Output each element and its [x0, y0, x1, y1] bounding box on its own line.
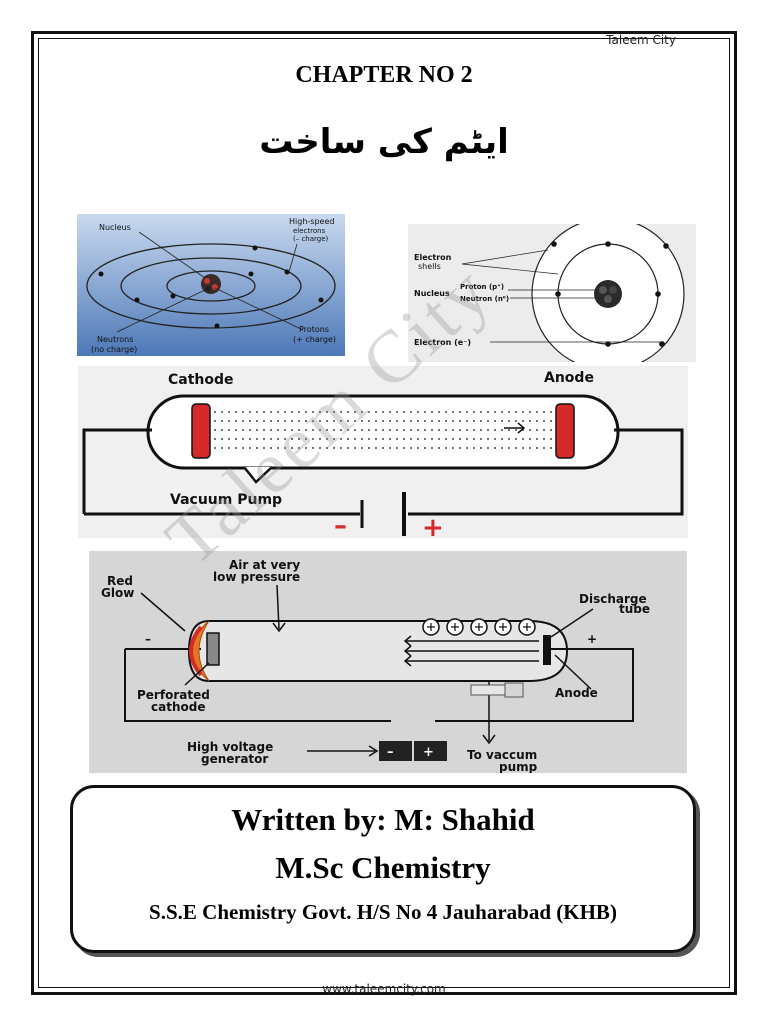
air-label-1: Air at very: [229, 558, 300, 572]
electron-shells-diagram: Electron shells Nucleus Proton (p⁺) Neut…: [408, 217, 696, 371]
discharge-tube-figure: Red Glow Air at very low pressure Discha…: [89, 551, 687, 774]
chapter-title: CHAPTER NO 2: [295, 62, 473, 88]
electrons-label-2: electrons: [293, 227, 326, 235]
author-credits-box: Written by: M: Shahid M.Sc Chemistry S.S…: [70, 785, 696, 953]
electron-label: Electron (e⁻): [414, 338, 471, 347]
nucleus-label-2: Nucleus: [414, 289, 450, 298]
perforated-cathode-label-2: cathode: [151, 700, 205, 714]
discharge-tube-label-2: tube: [619, 602, 650, 616]
protons-label-2: (+ charge): [293, 335, 336, 344]
high-voltage-label-1: High voltage: [187, 740, 273, 754]
anode-label-2: Anode: [555, 686, 598, 700]
generator-minus-sign: –: [387, 745, 394, 760]
anode-plus-sign: +: [587, 632, 597, 646]
vacuum-pump-label: Vacuum Pump: [170, 492, 282, 508]
cathode-minus-sign: –: [145, 632, 151, 646]
protons-label-1: Protons: [299, 325, 329, 334]
neutron-label: Neutron (n⁰): [460, 295, 509, 303]
high-voltage-label-2: generator: [201, 752, 268, 766]
site-name-top: Taleem City: [606, 33, 676, 47]
page-border-outer: [31, 31, 737, 995]
cathode-ray-tube-figure: Cathode Anode Vacuum Pump – +: [78, 366, 688, 543]
shells-label-2: shells: [418, 262, 441, 271]
minus-sign: –: [334, 511, 347, 538]
electron-shells-figure: Electron shells Nucleus Proton (p⁺) Neut…: [408, 217, 696, 371]
site-url-bottom[interactable]: www.taleemcity.com: [322, 982, 446, 996]
author-degree: M.Sc Chemistry: [275, 850, 491, 885]
discharge-tube-label-1: Discharge: [579, 592, 647, 606]
proton-label: Proton (p⁺): [460, 283, 504, 291]
plus-sign: +: [422, 513, 444, 538]
red-glow-label-2: Glow: [101, 586, 134, 600]
generator-plus-sign: +: [423, 745, 434, 760]
electrons-label-1: High-speed: [289, 217, 334, 226]
nucleus-label: Nucleus: [99, 223, 131, 232]
air-label-2: low pressure: [213, 570, 300, 584]
anode-label: Anode: [544, 370, 594, 386]
page-border-inner: [38, 38, 730, 988]
shells-label-1: Electron: [414, 253, 452, 262]
vacuum-pump-label-2: To vaccum: [467, 748, 537, 762]
atom-orbit-figure: Nucleus High-speed electrons (– charge) …: [77, 214, 345, 356]
author-name: Written by: M: Shahid: [231, 802, 535, 837]
red-glow-label-1: Red: [107, 574, 133, 588]
urdu-chapter-title: ایٹم کی ساخت: [259, 122, 509, 162]
neutrons-label-1: Neutrons: [97, 335, 133, 344]
cathode-label: Cathode: [168, 372, 234, 388]
vacuum-pump-label-3: pump: [499, 760, 538, 773]
electrons-label-3: (– charge): [293, 235, 329, 243]
author-school: S.S.E Chemistry Govt. H/S No 4 Jauharaba…: [149, 900, 617, 924]
discharge-tube-diagram: Red Glow Air at very low pressure Discha…: [89, 551, 687, 774]
cathode-ray-tube-diagram: Cathode Anode Vacuum Pump – +: [78, 366, 688, 543]
neutrons-label-2: (no charge): [91, 345, 137, 354]
atom-orbit-diagram: Nucleus High-speed electrons (– charge) …: [77, 214, 345, 356]
perforated-cathode-label-1: Perforated: [137, 688, 210, 702]
